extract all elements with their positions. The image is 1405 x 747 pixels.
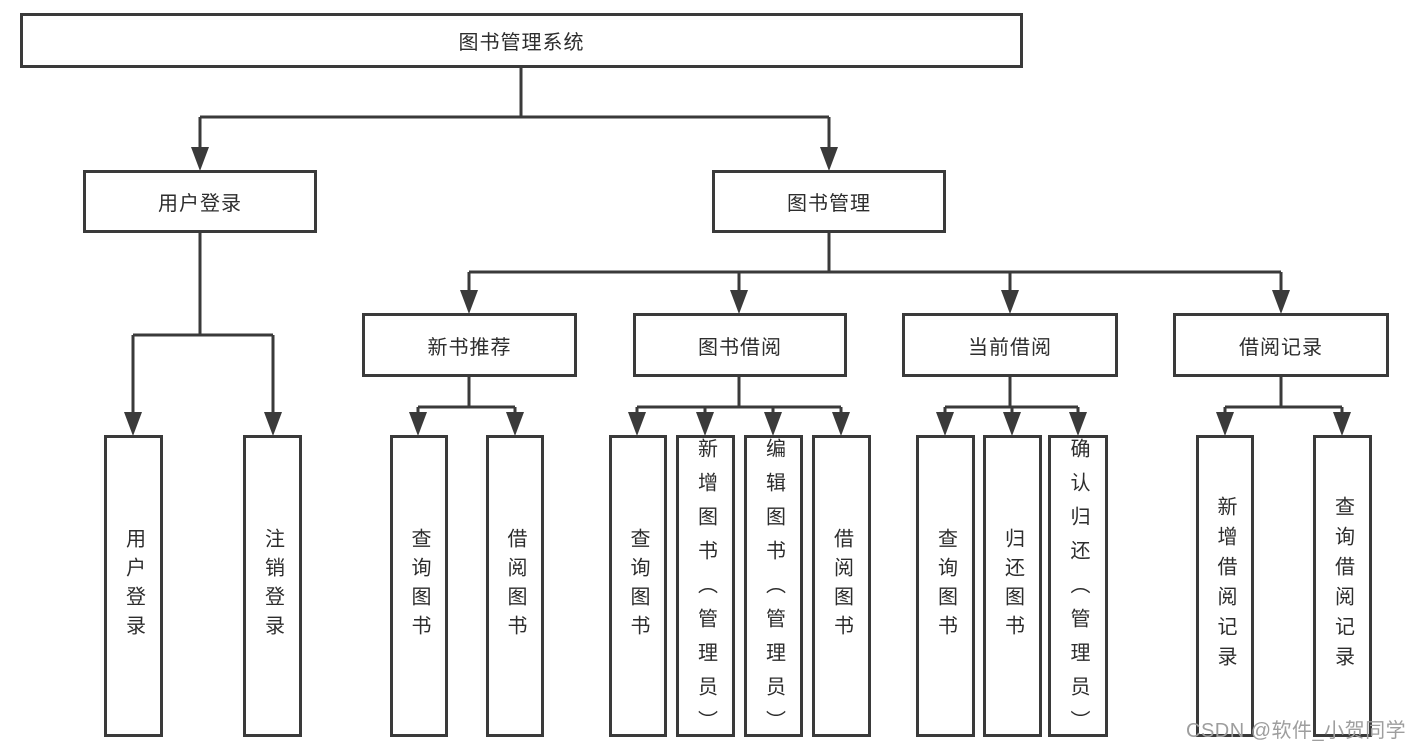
node-user-login-label: 用户登录	[158, 193, 242, 215]
leaf-edit-book-admin: 编辑图书（管理员）	[744, 435, 803, 744]
leaf-logout-label: 注销登录	[261, 528, 284, 644]
leaf-add-borrow-record-label: 新增借阅记录	[1214, 496, 1236, 676]
leaf-query-books-1: 查询图书	[390, 435, 448, 737]
leaf-query-borrow-record-label: 查询借阅记录	[1331, 496, 1354, 676]
leaf-borrow-books-1: 借阅图书	[486, 435, 544, 737]
watermark: CSDN @软件_小贺同学	[1186, 720, 1405, 742]
leaf-add-book-admin: 新增图书（管理员）	[676, 435, 735, 744]
leaf-confirm-return-admin-label: 确认归还（管理员）	[1067, 438, 1089, 744]
leaf-query-books-1-label: 查询图书	[408, 528, 430, 644]
node-borrow-records: 借阅记录	[1173, 313, 1389, 377]
leaf-edit-book-admin-label: 编辑图书（管理员）	[762, 438, 785, 744]
leaf-borrow-books-2: 借阅图书	[812, 435, 871, 737]
node-new-book-recommend-label: 新书推荐	[427, 336, 512, 359]
leaf-borrow-books-2-label: 借阅图书	[830, 528, 853, 644]
leaf-logout: 注销登录	[243, 435, 302, 737]
node-root: 图书管理系统	[20, 13, 1023, 68]
leaf-add-borrow-record: 新增借阅记录	[1196, 435, 1254, 737]
leaf-query-books-3-label: 查询图书	[934, 528, 957, 644]
leaf-user-login-label: 用户登录	[122, 528, 145, 644]
leaf-add-book-admin-label: 新增图书（管理员）	[694, 438, 717, 744]
node-current-borrow: 当前借阅	[902, 313, 1118, 377]
leaf-return-book-label: 归还图书	[1001, 528, 1024, 644]
node-root-label: 图书管理系统	[458, 32, 585, 54]
leaf-user-login: 用户登录	[104, 435, 163, 737]
leaf-query-books-3: 查询图书	[916, 435, 975, 737]
leaf-return-book: 归还图书	[983, 435, 1042, 737]
leaf-confirm-return-admin: 确认归还（管理员）	[1048, 435, 1108, 744]
node-book-management: 图书管理	[712, 170, 946, 233]
leaf-query-books-2: 查询图书	[609, 435, 667, 737]
node-book-borrow: 图书借阅	[633, 313, 847, 377]
node-borrow-records-label: 借阅记录	[1239, 336, 1323, 359]
node-user-login: 用户登录	[83, 170, 317, 233]
node-book-management-label: 图书管理	[787, 193, 871, 215]
node-book-borrow-label: 图书借阅	[698, 336, 782, 359]
node-new-book-recommend: 新书推荐	[362, 313, 577, 377]
leaf-borrow-books-1-label: 借阅图书	[504, 528, 526, 644]
leaf-query-books-2-label: 查询图书	[627, 528, 649, 644]
leaf-query-borrow-record: 查询借阅记录	[1313, 435, 1372, 737]
node-current-borrow-label: 当前借阅	[968, 336, 1052, 359]
